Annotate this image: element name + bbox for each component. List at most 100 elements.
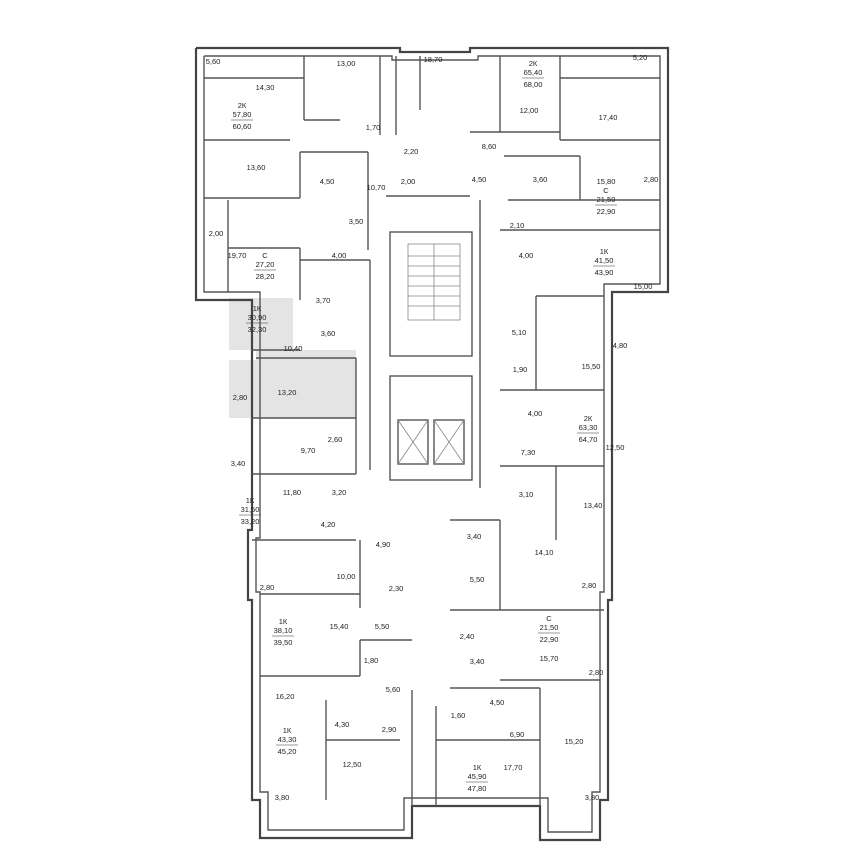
room-area: 12,00 bbox=[520, 106, 539, 115]
apartment-total-area: 28,20 bbox=[256, 272, 275, 281]
room-labels: 5,60 14,30 13,00 18,70 5,20 12,00 17,40 … bbox=[206, 53, 659, 802]
room-area: 3,80 bbox=[275, 793, 290, 802]
room-area: 2,40 bbox=[460, 632, 475, 641]
apartment-living-area: 30,90 bbox=[248, 313, 267, 322]
apartment-type: 1К bbox=[283, 726, 292, 735]
room-area: 2,90 bbox=[382, 725, 397, 734]
apartment-type: 2К bbox=[238, 101, 247, 110]
room-area: 4,00 bbox=[332, 251, 347, 260]
room-area: 4,50 bbox=[490, 698, 505, 707]
apartment-label: 1К 41,50 43,90 bbox=[593, 247, 615, 277]
room-area: 5,10 bbox=[512, 328, 527, 337]
stair-elevator-core bbox=[389, 231, 473, 481]
apartment-living-area: 43,30 bbox=[278, 735, 297, 744]
room-area: 10,40 bbox=[284, 344, 303, 353]
room-area: 2,20 bbox=[404, 147, 419, 156]
room-area: 2,80 bbox=[233, 393, 248, 402]
apartment-label: 1К 31,50 33,20 bbox=[239, 496, 261, 526]
room-area: 1,80 bbox=[364, 656, 379, 665]
room-area: 4,30 bbox=[335, 720, 350, 729]
room-area: 15,00 bbox=[634, 282, 653, 291]
highlighted-apartment bbox=[229, 298, 356, 418]
room-area: 15,40 bbox=[330, 622, 349, 631]
room-area: 4,80 bbox=[613, 341, 628, 350]
room-area: 15,50 bbox=[582, 362, 601, 371]
apartment-type: С bbox=[603, 186, 609, 195]
room-area: 15,20 bbox=[565, 737, 584, 746]
apartment-living-area: 65,40 bbox=[524, 68, 543, 77]
room-area: 2,00 bbox=[401, 177, 416, 186]
room-area: 2,80 bbox=[260, 583, 275, 592]
apartment-label: 1К 38,10 39,50 bbox=[272, 617, 294, 647]
room-area: 5,60 bbox=[206, 57, 221, 66]
apartment-label: 2К 65,40 68,00 bbox=[522, 59, 544, 89]
apartment-type: С bbox=[262, 251, 268, 260]
room-area: 2,80 bbox=[644, 175, 659, 184]
room-area: 9,70 bbox=[301, 446, 316, 455]
room-area: 4,00 bbox=[519, 251, 534, 260]
room-area: 2,60 bbox=[328, 435, 343, 444]
apartment-living-area: 41,50 bbox=[595, 256, 614, 265]
room-area: 3,40 bbox=[231, 459, 246, 468]
room-area: 13,40 bbox=[584, 501, 603, 510]
room-area: 4,00 bbox=[528, 409, 543, 418]
apartment-labels: 2К 65,40 68,00 2К 57,80 60,60 С 21,50 22… bbox=[231, 59, 617, 793]
apartment-living-area: 21,50 bbox=[540, 623, 559, 632]
room-area: 5,50 bbox=[470, 575, 485, 584]
apartment-total-area: 60,60 bbox=[233, 122, 252, 131]
room-area: 16,20 bbox=[276, 692, 295, 701]
building-outline bbox=[194, 46, 670, 842]
room-area: 4,20 bbox=[321, 520, 336, 529]
apartment-label: С 21,50 22,90 bbox=[595, 186, 617, 216]
apartment-label: С 27,20 28,20 bbox=[254, 251, 276, 281]
apartment-total-area: 43,90 bbox=[595, 268, 614, 277]
room-area: 3,40 bbox=[470, 657, 485, 666]
apartment-living-area: 45,90 bbox=[468, 772, 487, 781]
room-area: 5,20 bbox=[633, 53, 648, 62]
apartment-total-area: 45,20 bbox=[278, 747, 297, 756]
apartment-living-area: 63,30 bbox=[579, 423, 598, 432]
room-area: 11,80 bbox=[283, 488, 301, 497]
room-area: 13,20 bbox=[278, 388, 297, 397]
room-area: 12,50 bbox=[343, 760, 362, 769]
room-area: 6,90 bbox=[510, 730, 525, 739]
room-area: 1,90 bbox=[513, 365, 528, 374]
room-area: 3,40 bbox=[467, 532, 482, 541]
room-area: 5,60 bbox=[386, 685, 401, 694]
apartment-type: 1К bbox=[600, 247, 609, 256]
room-area: 17,70 bbox=[504, 763, 523, 772]
room-area: 2,80 bbox=[582, 581, 597, 590]
apartment-type: 2К bbox=[584, 414, 593, 423]
apartment-label: 1К 45,90 47,80 bbox=[466, 763, 488, 793]
apartment-type: 1К bbox=[473, 763, 482, 772]
apartment-label: 1К 43,30 45,20 bbox=[276, 726, 298, 756]
apartment-total-area: 22,90 bbox=[597, 207, 616, 216]
apartment-total-area: 64,70 bbox=[579, 435, 598, 444]
apartment-total-area: 68,00 bbox=[524, 80, 543, 89]
apartment-total-area: 33,20 bbox=[241, 517, 260, 526]
apartment-type: 1К bbox=[246, 496, 255, 505]
room-area: 3,20 bbox=[332, 488, 347, 497]
room-area: 15,80 bbox=[597, 177, 616, 186]
room-area: 2,30 bbox=[389, 584, 404, 593]
room-area: 19,70 bbox=[228, 251, 247, 260]
apartment-total-area: 32,30 bbox=[248, 325, 267, 334]
room-area: 3,60 bbox=[533, 175, 548, 184]
room-area: 14,10 bbox=[535, 548, 554, 557]
room-area: 3,50 bbox=[349, 217, 364, 226]
room-area: 3,10 bbox=[519, 490, 534, 499]
apartment-type: С bbox=[546, 614, 552, 623]
room-area: 1,60 bbox=[451, 711, 466, 720]
room-area: 3,60 bbox=[321, 329, 336, 338]
apartment-label: С 21,50 22,90 bbox=[538, 614, 560, 644]
room-area: 12,50 bbox=[606, 443, 625, 452]
apartment-type: 1К bbox=[279, 617, 288, 626]
room-area: 2,10 bbox=[510, 221, 525, 230]
apartment-living-area: 21,50 bbox=[597, 195, 616, 204]
room-area: 5,50 bbox=[375, 622, 390, 631]
room-area: 1,70 bbox=[366, 123, 381, 132]
room-area: 10,00 bbox=[337, 572, 356, 581]
room-area: 13,60 bbox=[247, 163, 266, 172]
room-area: 4,90 bbox=[376, 540, 391, 549]
